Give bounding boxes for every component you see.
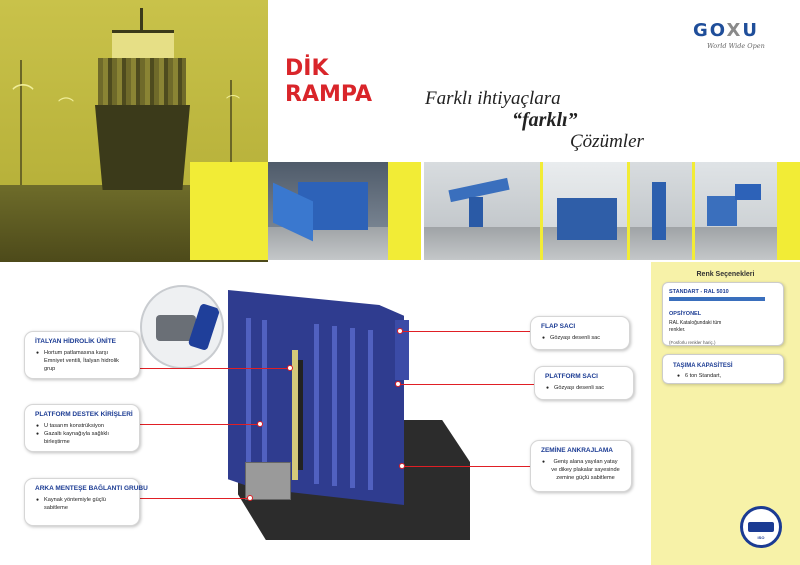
slogan-line-1: Farklı ihtiyaçlara [425,88,561,109]
hydraulic-pack [245,462,291,500]
ship-containers [98,58,186,108]
product-photo [543,162,627,260]
support-beam [246,318,251,478]
flap-plate [395,320,409,380]
capacity-title: TAŞIMA KAPASİTESİ [673,363,733,369]
leader-dot [399,463,405,469]
hero-ship-photo: ⌒ ⌒ ⌒ [0,0,268,262]
leader-line [398,384,534,385]
callout-hydraulic-unit: İTALYAN HİDROLİK ÜNİTE Hortum patlamasın… [24,331,140,379]
standard-color-label: STANDART - RAL 5010 [669,289,729,295]
ship-hull [95,105,190,190]
callout-floor-anchoring: ZEMİNE ANKRAJLAMA Geniş alana yayılan ya… [530,440,632,492]
page-title: DİK RAMPA [285,56,372,108]
callout-platform-plate: PLATFORM SACI Gözyaşı desenli sac [534,366,634,400]
callout-title: PLATFORM DESTEK KİRİŞLERİ [35,411,133,418]
product-photo [391,162,421,260]
callout-item: Gözyaşı desenli sac [542,334,619,342]
product-photo [695,162,777,260]
callout-title: İTALYAN HİDROLİK ÜNİTE [35,338,117,345]
strip-separator [388,162,391,260]
support-beam [368,330,373,490]
callout-item: Hortum patlamasına karşı Emniyet ventili… [36,349,129,373]
ship-mast [140,8,143,32]
hydraulic-unit-photo [140,285,224,369]
logo-wordmark: GOXU [693,20,759,41]
seagull-icon: ⌒ [58,98,75,115]
capacity-card: TAŞIMA KAPASİTESİ 6 ton Standart, [662,354,784,384]
ral-color-fan-icon [728,309,780,361]
callout-item: U tasarım konstrüksiyon [36,422,129,430]
strip-separator [540,162,543,260]
support-beam [350,328,355,488]
leader-dot [247,495,253,501]
leader-line [140,498,250,499]
callout-title: ARKA MENTEŞE BAĞLANTI GRUBU [35,485,148,492]
hero-crane-left [20,60,22,185]
support-beam [332,326,337,486]
panel-title: Renk Seçenekleri [696,271,755,278]
leader-line [140,424,260,425]
yellow-accent-block [190,162,268,260]
iso-certification-badge-icon: ISO [740,506,782,548]
hero-crane-right [230,80,232,185]
support-beam [314,324,319,484]
ship-bridge [112,30,174,60]
callout-hinge-group: ARKA MENTEŞE BAĞLANTI GRUBU Kaynak yönte… [24,478,148,526]
slogan-line-3: Çözümler [570,131,644,152]
strip-separator [627,162,630,260]
seagull-icon: ⌒ [12,83,35,108]
leader-line [140,368,290,369]
callout-item: Gözyaşı desenli sac [546,384,623,392]
title-line-1: DİK [285,56,329,81]
standard-color-swatch [669,297,765,301]
hydraulic-rod [298,360,303,470]
callout-item: Geniş alana yayılan yatay ve dikey plaka… [542,458,621,482]
slogan-line-2: “farklı” [512,109,578,131]
cert-mark: ISO [757,535,765,540]
capacity-value: 6 ton Standart, [677,373,721,379]
callout-item: Kaynak yöntemiyle güçlü sabitleme [36,496,129,512]
leader-dot [395,381,401,387]
hydraulic-cylinder [292,350,298,480]
title-line-2: RAMPA [285,82,372,107]
callout-item: Gazaltı kaynağıyla sağlıklı birleştirme [36,430,129,446]
callout-title: PLATFORM SACI [545,373,598,380]
callout-flap-plate: FLAP SACI Gözyaşı desenli sac [530,316,630,350]
product-photo [424,162,540,260]
motor-cylinder [187,302,221,352]
leader-line [400,331,530,332]
seagull-icon: ⌒ [226,94,240,110]
strip-separator [692,162,695,260]
leader-dot [287,365,293,371]
leader-dot [257,421,263,427]
callout-support-beams: PLATFORM DESTEK KİRİŞLERİ U tasarım kons… [24,404,140,452]
callout-title: FLAP SACI [541,323,576,330]
product-photo [268,162,388,260]
yellow-accent-block [777,162,800,260]
support-beam [262,320,267,480]
brand-logo: GOXU World Wide Open [693,20,783,52]
leader-line [402,466,530,467]
cert-emblem [748,522,774,532]
optional-label: OPSİYONEL [669,311,702,317]
product-photo [630,162,692,260]
callout-title: ZEMİNE ANKRAJLAMA [541,447,613,454]
color-options-card: STANDART - RAL 5010 OPSİYONEL RAL Katalo… [662,282,784,361]
optional-note: (Fosforlu renkler hariç.) [669,340,716,345]
logo-tagline: World Wide Open [707,42,765,50]
leader-dot [397,328,403,334]
optional-description: RAL Kataloğundaki tüm renkler. [669,320,722,333]
